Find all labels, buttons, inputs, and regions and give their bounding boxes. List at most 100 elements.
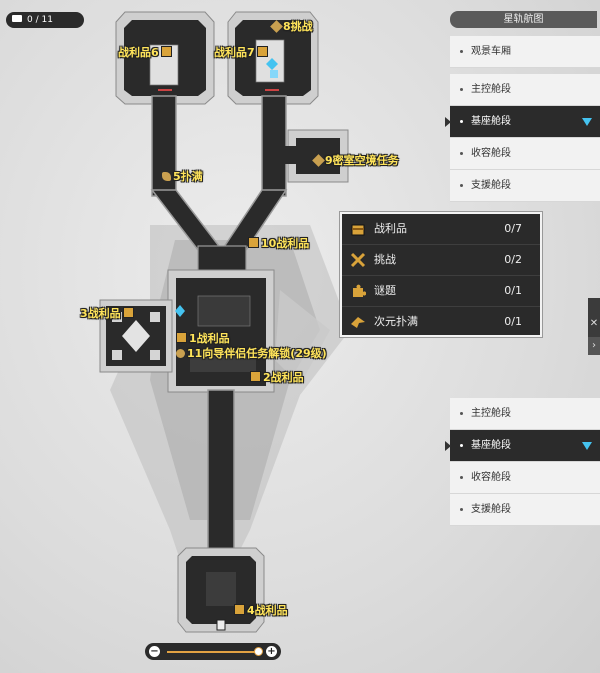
crossed-swords-icon (270, 20, 283, 33)
exit-marker-icon[interactable] (216, 619, 226, 631)
floor-item-control[interactable]: 主控舱段 (450, 74, 600, 106)
bullet-icon (460, 443, 463, 447)
map-label-text: 4战利品 (247, 604, 288, 617)
zoom-track[interactable] (167, 651, 259, 653)
treasure-chest-icon (176, 332, 187, 343)
central-hall-block (197, 295, 251, 327)
corridor-long (207, 389, 235, 553)
collectible-counter-icon (12, 15, 22, 22)
map-label-loot-2[interactable]: 2战利品 (248, 369, 304, 385)
floor-item-label: 基座舱段 (471, 440, 511, 451)
corner-block (150, 312, 160, 322)
map-label-piggy-5[interactable]: 5扑满 (160, 168, 203, 184)
location-pin-icon (582, 442, 592, 450)
legend-row-loot: 战利品 0/7 (342, 214, 540, 245)
map-label-text: 3战利品 (80, 307, 121, 320)
map-label-loot-6[interactable]: 战利品6 (118, 44, 174, 60)
treasure-chest-icon (160, 46, 172, 57)
puzzle-piece-icon (176, 349, 185, 358)
map-label-text: 战利品6 (118, 46, 159, 59)
map-label-loot-7[interactable]: 战利品7 (214, 44, 270, 60)
legend-value: 0/1 (504, 284, 522, 297)
teleport-icon[interactable] (266, 58, 278, 78)
map-label-text: 8挑战 (283, 20, 313, 33)
corner-block (112, 312, 122, 322)
legend-row-piggy: 次元扑满 0/1 (342, 307, 540, 337)
floor-item-base[interactable]: 基座舱段 (445, 430, 600, 462)
floor-item-label: 支援舱段 (471, 504, 511, 515)
teleport-icon[interactable] (175, 305, 185, 317)
floor-item-containment[interactable]: 收容舱段 (450, 138, 600, 170)
current-floor-marker-icon (445, 117, 451, 127)
map-label-puzzle-11[interactable]: 11向导伴侣任务解锁(29级) (174, 345, 327, 361)
room-left-pattern (122, 320, 150, 352)
floor-list-bottom: 主控舱段 基座舱段 收容舱段 支援舱段 (445, 398, 600, 526)
zoom-in-button[interactable]: + (266, 646, 277, 657)
treasure-chest-icon (256, 46, 268, 57)
room-bottom-block (206, 572, 236, 606)
floor-list-top: 观景车厢 主控舱段 基座舱段 收容舱段 支援舱段 (445, 36, 600, 202)
collectible-counter: 0 / 11 (6, 12, 84, 28)
legend-name: 战利品 (374, 222, 407, 235)
star-rail-map-label: 星轨航图 (503, 14, 544, 25)
zoom-knob[interactable] (254, 647, 263, 656)
legend-name: 谜题 (374, 284, 396, 297)
door-marker (158, 89, 172, 91)
floor-item-control[interactable]: 主控舱段 (450, 398, 600, 430)
map-label-text: 战利品7 (214, 46, 255, 59)
legend-value: 0/1 (504, 315, 522, 328)
map-label-loot-3[interactable]: 3战利品 (80, 305, 136, 321)
origami-bird-icon (351, 317, 365, 328)
floor-item-support[interactable]: 支援舱段 (450, 494, 600, 526)
collectible-counter-text: 0 / 11 (27, 15, 53, 25)
central-hall-ledge (190, 350, 256, 372)
legend-row-puzzle: 谜题 0/1 (342, 276, 540, 307)
zoom-in-label: + (267, 646, 276, 657)
map-label-loot-10[interactable]: 10战利品 (246, 235, 309, 251)
connector (280, 146, 298, 164)
floor-item-containment[interactable]: 收容舱段 (450, 462, 600, 494)
bullet-icon (460, 475, 463, 479)
treasure-chest-icon (248, 237, 259, 248)
map-label-challenge-9[interactable]: 9密室空境任务 (312, 152, 399, 168)
floor-item-label: 观景车厢 (471, 46, 511, 57)
map-label-text: 11向导伴侣任务解锁(29级) (187, 347, 327, 360)
map-label-text: 10战利品 (261, 237, 310, 250)
map-label-text: 1战利品 (189, 332, 230, 345)
map-label-challenge-8[interactable]: 8挑战 (270, 18, 313, 34)
map-label-text: 9密室空境任务 (325, 154, 399, 167)
treasure-chest-icon (351, 224, 365, 236)
crossed-swords-icon (350, 252, 366, 268)
corner-block (112, 350, 122, 360)
floor-item-label: 基座舱段 (471, 116, 511, 127)
star-rail-map-button[interactable]: 星轨航图 (450, 11, 597, 28)
hull-fin (275, 290, 330, 385)
bullet-icon (460, 87, 463, 91)
legend-value: 0/7 (504, 222, 522, 235)
crossed-swords-icon (312, 154, 325, 167)
floor-item-label: 收容舱段 (471, 472, 511, 483)
zoom-out-label: − (150, 646, 159, 657)
origami-bird-icon (162, 172, 171, 181)
map-label-loot-1[interactable]: 1战利品 (174, 330, 230, 346)
puzzle-piece-icon (353, 284, 366, 297)
treasure-chest-icon (122, 307, 134, 318)
treasure-chest-icon (250, 371, 261, 382)
legend-name: 次元扑满 (374, 315, 418, 328)
map-label-loot-4[interactable]: 4战利品 (232, 602, 288, 618)
collectible-legend: 战利品 0/7 挑战 0/2 谜题 0/1 次元扑满 0/1 (340, 212, 542, 337)
door-marker (265, 89, 279, 91)
bullet-icon (460, 411, 463, 415)
floor-item-base[interactable]: 基座舱段 (445, 106, 600, 138)
zoom-out-button[interactable]: − (149, 646, 160, 657)
chevron-right-icon[interactable]: › (588, 337, 600, 355)
floor-item-label: 主控舱段 (471, 84, 511, 95)
floor-item-support[interactable]: 支援舱段 (450, 170, 600, 202)
floor-item-observation[interactable]: 观景车厢 (450, 36, 600, 68)
bullet-icon (460, 183, 463, 187)
floor-item-label: 主控舱段 (471, 408, 511, 419)
bullet-icon (460, 507, 463, 511)
bullet-icon (460, 119, 463, 123)
zoom-slider[interactable]: − + (145, 643, 281, 660)
